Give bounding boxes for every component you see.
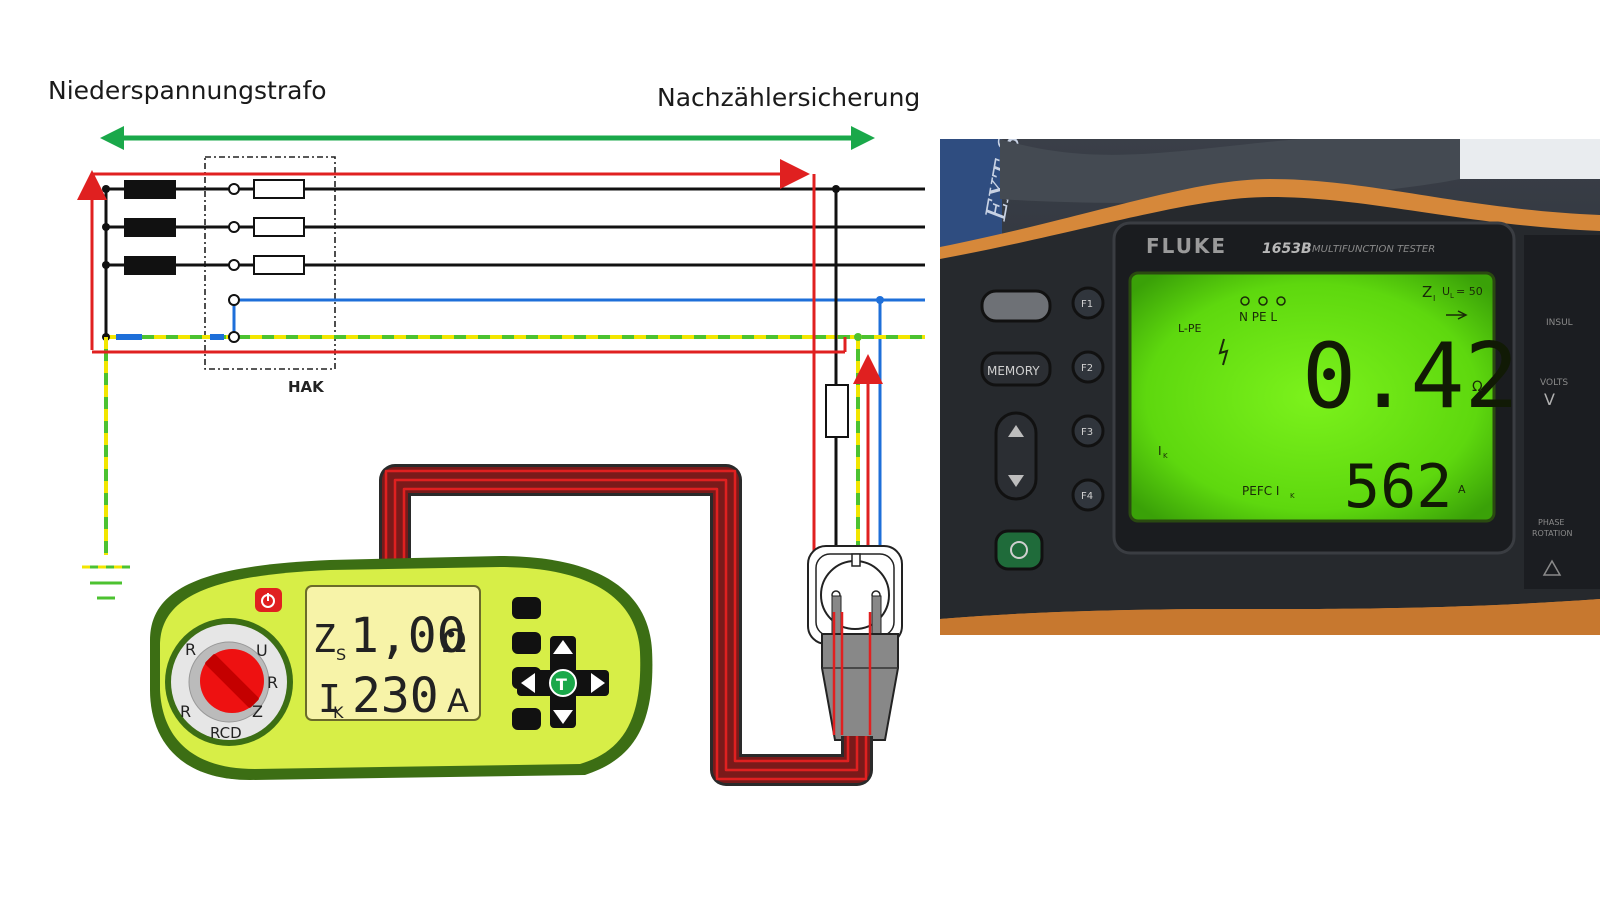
memory-label: MEMORY (987, 364, 1040, 378)
fluke-right-panel: INSUL VOLTS V PHASE ROTATION (1524, 235, 1600, 589)
dial-label-re: R (185, 640, 196, 659)
test-lead-cable (379, 464, 873, 786)
f3-label: F3 (1081, 427, 1093, 438)
tester-zs-symbol: Z (313, 617, 336, 661)
fluke-f1-button[interactable]: F1 (1071, 286, 1105, 320)
dial-label-riso: R (180, 702, 191, 721)
lcd-header-sub: I (1433, 294, 1435, 303)
dial-label-u: U (256, 641, 268, 660)
lcd-mode: L-PE (1178, 322, 1202, 335)
side-volts: VOLTS (1540, 378, 1568, 388)
label-niederspannungstrafo: Niederspannungstrafo (48, 76, 327, 105)
side-volts-unit: V (1544, 390, 1555, 409)
f4-label: F4 (1081, 491, 1093, 502)
lcd-header: Z (1422, 283, 1432, 301)
label-nachzaehlersicherung: Nachzählersicherung (657, 83, 921, 112)
lcd-pefc-sub: K (1290, 492, 1295, 500)
fluke-test-button[interactable] (994, 529, 1044, 571)
phase-conductors (102, 179, 925, 275)
side-insul: INSUL (1546, 318, 1573, 328)
fluke-arrow-rocker[interactable] (994, 411, 1038, 501)
fluke-lcd: N PE L L-PE Z I U L = 50 0.42 Ω I K PEFC… (1128, 271, 1519, 523)
lcd-indicators: N PE L (1239, 310, 1277, 324)
side-phase: PHASE (1538, 518, 1564, 527)
tester-ik-unit: A (447, 682, 469, 720)
fluke-photo: EXT STE MEMORY F1 F2 F3 F4 FLUKE 1653B (940, 139, 1600, 635)
tester-ik-symbol: I (318, 677, 341, 721)
lcd-ik-label: I (1158, 444, 1162, 458)
fluke-model-desc: MULTIFUNCTION TESTER (1312, 244, 1435, 255)
tester-display: Z S 1,00 Ω I K 230 A (305, 585, 481, 724)
fluke-memory-button[interactable]: MEMORY (980, 351, 1052, 387)
span-arrow (100, 126, 875, 150)
tester-zs-unit: Ω (442, 622, 466, 660)
wiring-diagram: HAK (77, 126, 925, 786)
dial-label-zs: Z (252, 702, 263, 721)
phase-l-drop (825, 185, 849, 612)
fluke-f4-button[interactable]: F4 (1071, 478, 1105, 512)
f1-label: F1 (1081, 299, 1093, 310)
tester-illustration: R U R Z R RCD Z S 1,00 Ω I K 230 A (150, 556, 653, 780)
wall-socket (807, 545, 903, 645)
lcd-pefc-label: PEFC I (1242, 484, 1279, 498)
ground-symbol (82, 565, 130, 600)
lcd-warning-icon (1218, 338, 1229, 366)
lcd-main-unit: Ω (1472, 379, 1483, 395)
hak-box (204, 156, 336, 370)
dial-label-rpe: R (267, 673, 278, 692)
fluke-left-button-top[interactable] (980, 289, 1052, 323)
lcd-ul-sub: L (1450, 292, 1454, 300)
tester-ik-value: 230 (352, 668, 439, 724)
dial-label-rcd: RCD (210, 724, 242, 742)
rotary-dial[interactable]: R U R Z R RCD (165, 618, 293, 746)
tester-test-button-label: T (556, 675, 567, 694)
hak-label: HAK (288, 378, 325, 396)
lcd-ul-value: = 50 (1456, 285, 1483, 298)
tester-power-button[interactable] (255, 588, 282, 612)
fluke-model: 1653B (1262, 241, 1312, 257)
tester-zs-sub: S (336, 645, 346, 664)
lcd-ul-label: U (1442, 285, 1450, 298)
lcd-main-value: 0.42 (1302, 324, 1519, 429)
tester-ik-sub: K (333, 703, 344, 722)
fluke-f2-button[interactable]: F2 (1071, 350, 1105, 384)
lcd-ik-sub: K (1163, 452, 1168, 460)
lcd-sub-value: 562 (1344, 452, 1452, 522)
fluke-f3-button[interactable]: F3 (1071, 414, 1105, 448)
f2-label: F2 (1081, 363, 1093, 374)
lcd-sub-unit: A (1458, 483, 1466, 496)
fluke-brand: FLUKE (1146, 234, 1227, 258)
warning-triangle-icon (1542, 559, 1562, 576)
side-rotation: ROTATION (1532, 529, 1573, 538)
tester-dpad[interactable]: T (517, 636, 609, 728)
pe-conductor (102, 331, 925, 612)
fault-loop-path (77, 159, 883, 612)
tester-zs-value: 1,00 (350, 608, 466, 664)
